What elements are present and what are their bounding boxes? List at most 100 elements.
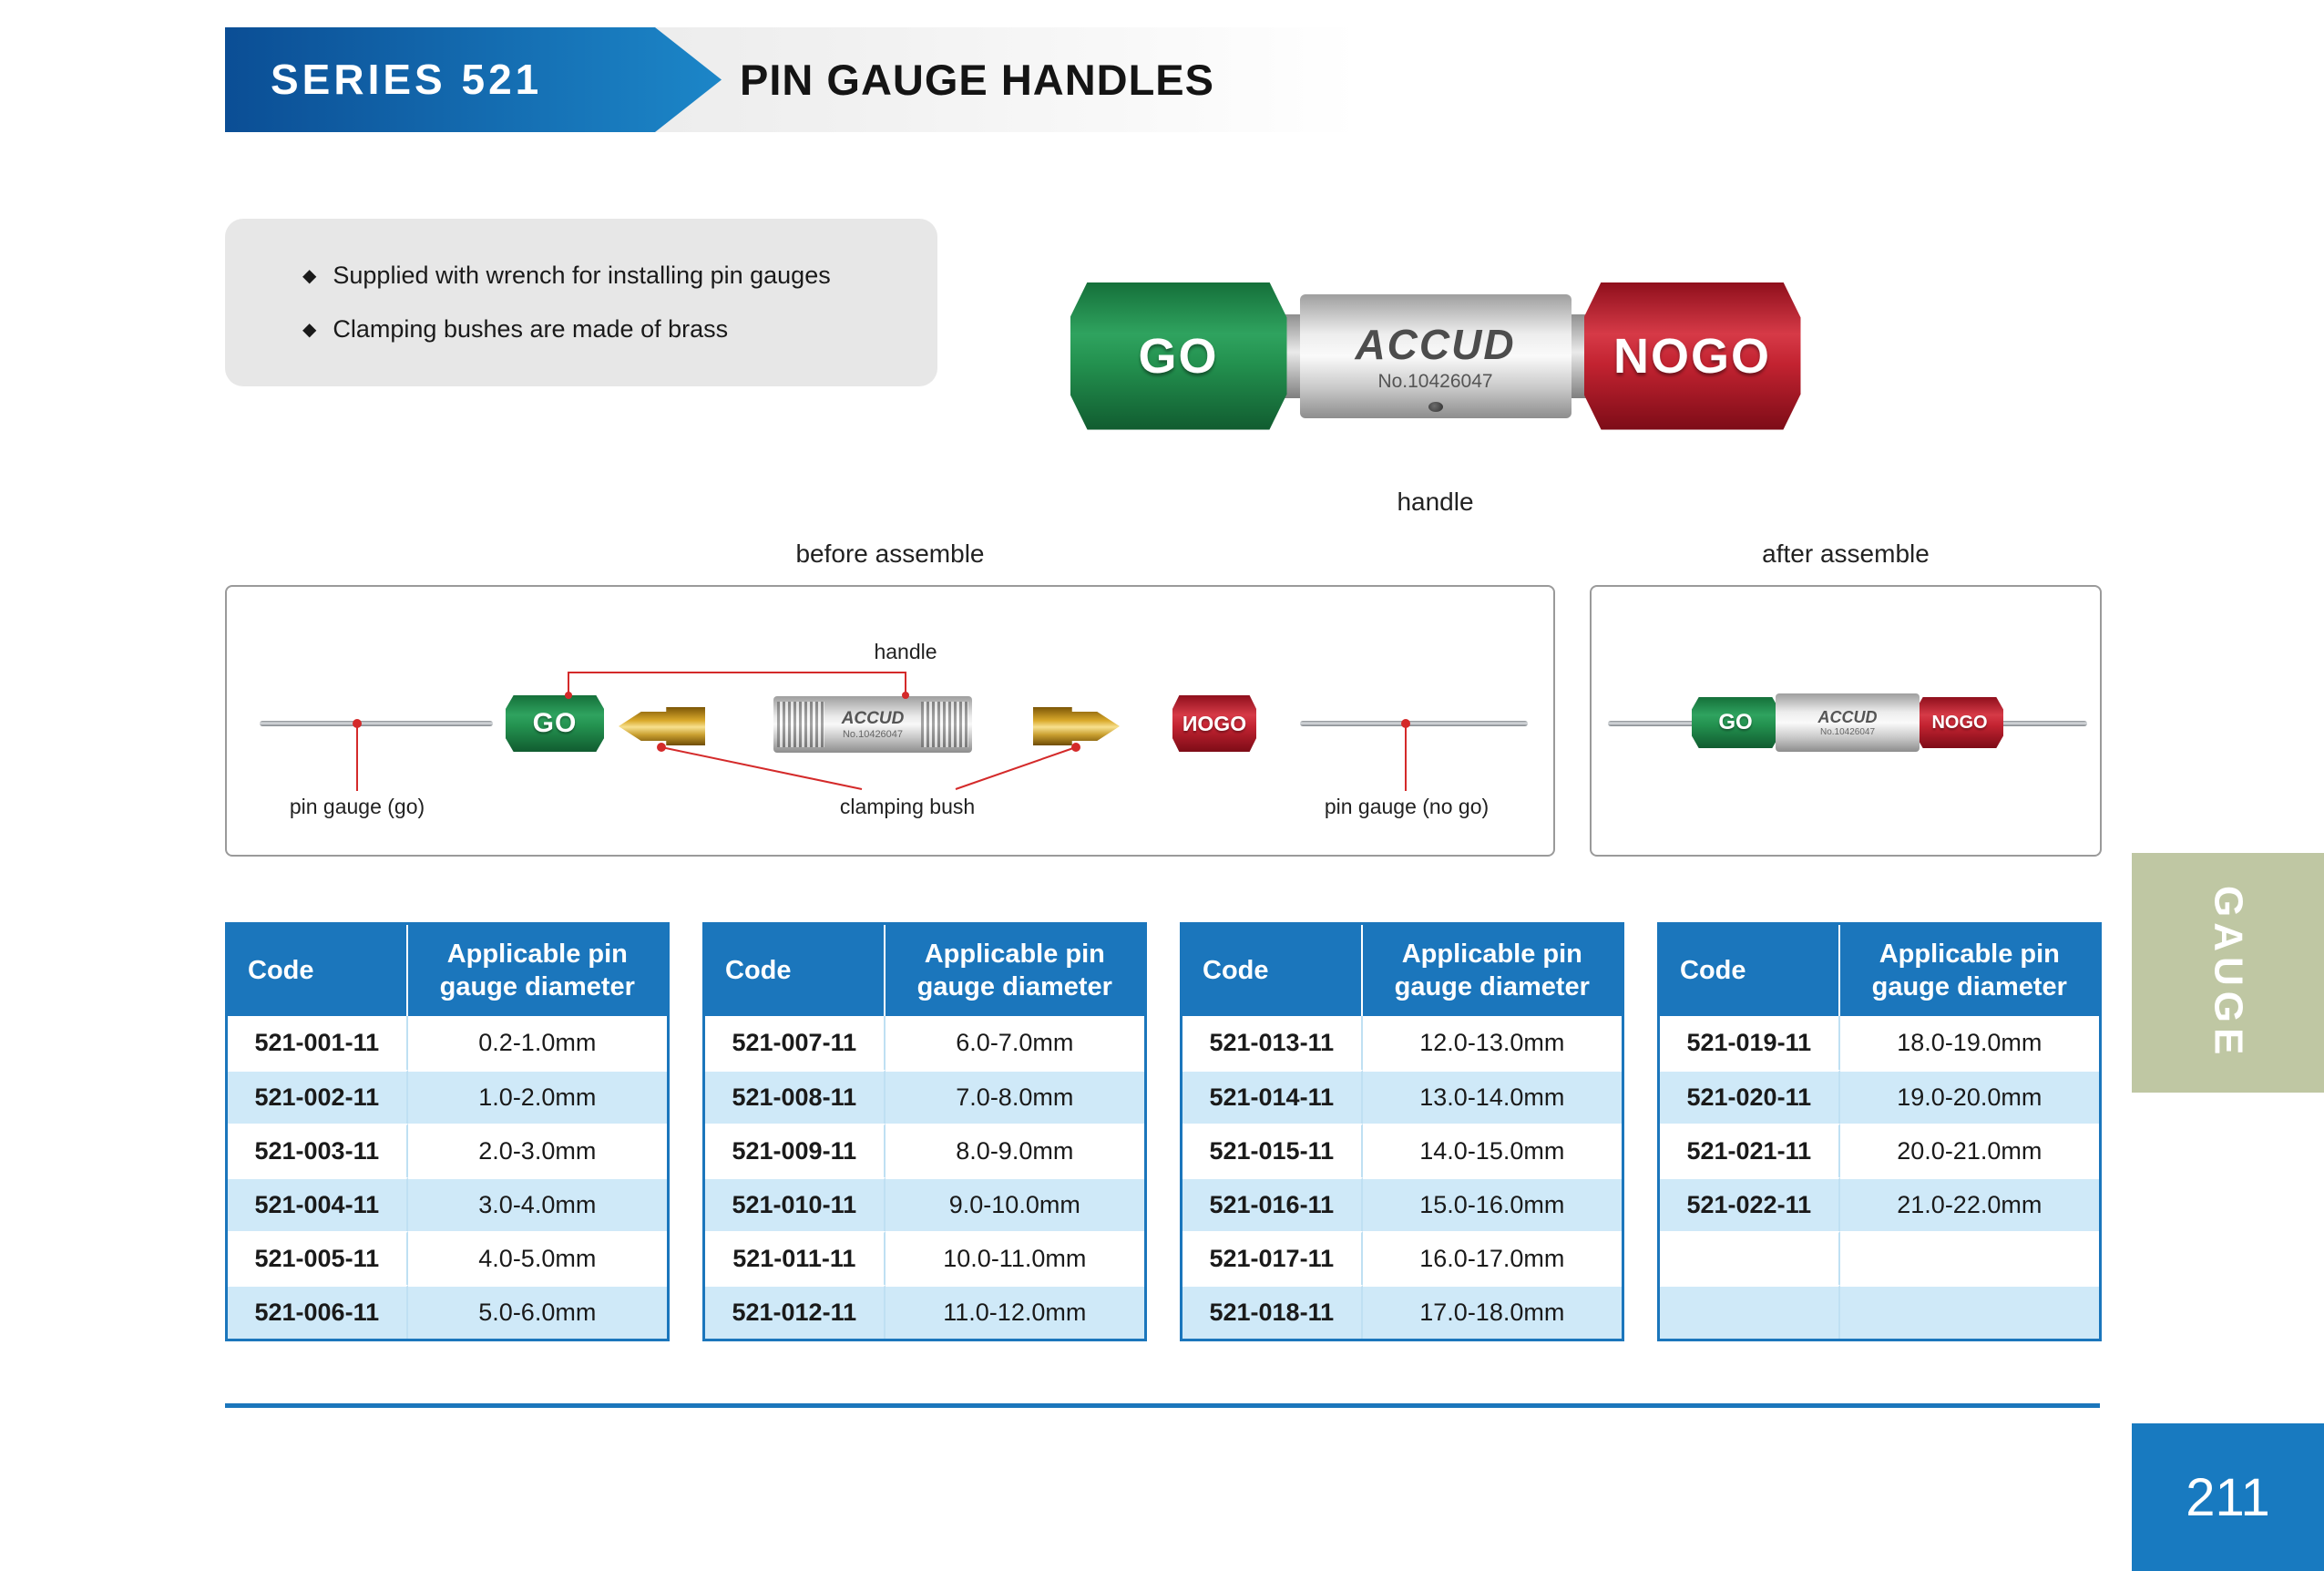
code-cell: 521-017-11 [1182,1231,1363,1285]
serial-number: No.10426047 [1377,370,1493,392]
pin-gauge-nogo-rod [1300,721,1528,726]
table-header-row: Code Applicable pin gauge diameter [1660,925,2099,1016]
code-cell: 521-014-11 [1182,1070,1363,1124]
assembled-handle: GO ACCUD No.10426047 NOGO [1692,693,2003,752]
annotation-lines [353,672,1410,791]
diameter-cell: 5.0-6.0mm [407,1285,667,1339]
code-cell: 521-020-11 [1660,1070,1840,1124]
code-cell: 521-003-11 [228,1124,408,1177]
code-cell: 521-009-11 [705,1124,886,1177]
feature-item: ◆ Clamping bushes are made of brass [302,315,910,344]
code-cell: 521-016-11 [1182,1177,1363,1231]
thread-pattern [921,702,968,747]
after-assemble-caption: after assemble [1762,539,1930,568]
code-cell: 521-022-11 [1660,1177,1840,1231]
diameter-cell [1839,1231,2099,1285]
column-header-code: Code [228,925,408,1016]
diamond-bullet-icon: ◆ [302,266,317,286]
handle-body-label: ACCUD No.10426047 [826,696,919,753]
go-end-cap: GO [506,695,604,752]
code-cell: 521-019-11 [1660,1016,1840,1070]
handle-body: ACCUD No.10426047 [1299,293,1572,418]
diameter-cell: 0.2-1.0mm [407,1016,667,1070]
page-title: PIN GAUGE HANDLES [740,56,1214,104]
code-cell: 521-002-11 [228,1070,408,1124]
column-header-diameter: Applicable pin gauge diameter [407,925,667,1016]
diameter-cell: 18.0-19.0mm [1839,1016,2099,1070]
footer-divider [225,1403,2100,1408]
code-cell: 521-012-11 [705,1285,886,1339]
diameter-cell: 2.0-3.0mm [407,1124,667,1177]
diameter-cell: 4.0-5.0mm [407,1231,667,1285]
pin-gauge-nogo-label: pin gauge (no go) [1324,795,1490,818]
table-row [1660,1285,2099,1339]
code-cell: 521-006-11 [228,1285,408,1339]
brand-logo: ACCUD [841,709,905,728]
code-cell: 521-013-11 [1182,1016,1363,1070]
feature-text: Clamping bushes are made of brass [333,315,729,343]
feature-box: ◆ Supplied with wrench for installing pi… [225,219,937,386]
header-banner: SERIES 521 PIN GAUGE HANDLES [225,27,1359,132]
code-cell [1660,1285,1840,1339]
table-header-row: Code Applicable pin gauge diameter [228,925,667,1016]
code-cell: 521-015-11 [1182,1124,1363,1177]
page-number: 211 [2132,1423,2324,1571]
series-arrow-banner [225,27,722,132]
diameter-cell: 12.0-13.0mm [1362,1016,1622,1070]
code-cell: 521-001-11 [228,1016,408,1070]
handle-body: ACCUD No.10426047 [773,696,972,753]
diameter-cell: 21.0-22.0mm [1839,1177,2099,1231]
feature-item: ◆ Supplied with wrench for installing pi… [302,262,910,290]
column-header-diameter: Applicable pin gauge diameter [885,925,1144,1016]
column-header-code: Code [1660,925,1840,1016]
diameter-cell: 3.0-4.0mm [407,1177,667,1231]
diameter-cell: 8.0-9.0mm [885,1124,1144,1177]
pin-gauge-go-rod [260,721,493,726]
diameter-cell: 9.0-10.0mm [885,1177,1144,1231]
wrench-hole [1428,401,1443,412]
before-assemble-caption: before assemble [795,539,985,568]
handle-callout-label: handle [874,640,937,663]
clamping-bush-label: clamping bush [839,795,976,818]
feature-text: Supplied with wrench for installing pin … [333,262,831,289]
diameter-cell: 17.0-18.0mm [1362,1285,1622,1339]
table-header-row: Code Applicable pin gauge diameter [1182,925,1622,1016]
diameter-cell: 6.0-7.0mm [885,1016,1144,1070]
code-cell: 521-005-11 [228,1231,408,1285]
series-label: SERIES 521 [271,56,543,103]
code-cell: 521-021-11 [1660,1124,1840,1177]
code-cell: 521-010-11 [705,1177,886,1231]
diameter-cell: 7.0-8.0mm [885,1070,1144,1124]
go-end-cap: GO [1692,697,1779,748]
diameter-cell [1839,1285,2099,1339]
diamond-bullet-icon: ◆ [302,320,317,340]
diameter-cell: 1.0-2.0mm [407,1070,667,1124]
after-assemble-diagram: GO ACCUD No.10426047 NOGO [1590,585,2102,857]
column-header-code: Code [705,925,886,1016]
column-header-diameter: Applicable pin gauge diameter [1839,925,2099,1016]
gauge-tab-label: GAUGE [2206,885,2251,1061]
table-row [1660,1231,2099,1285]
diameter-cell: 15.0-16.0mm [1362,1177,1622,1231]
pin-gauge-go-label: pin gauge (go) [289,795,425,818]
nogo-end-cap: NOGO [1916,697,2003,748]
serial-number: No.10426047 [842,729,904,740]
handle-product-image: GO ACCUD No.10426047 NOGO [1064,276,1807,436]
diameter-cell: 13.0-14.0mm [1362,1070,1622,1124]
